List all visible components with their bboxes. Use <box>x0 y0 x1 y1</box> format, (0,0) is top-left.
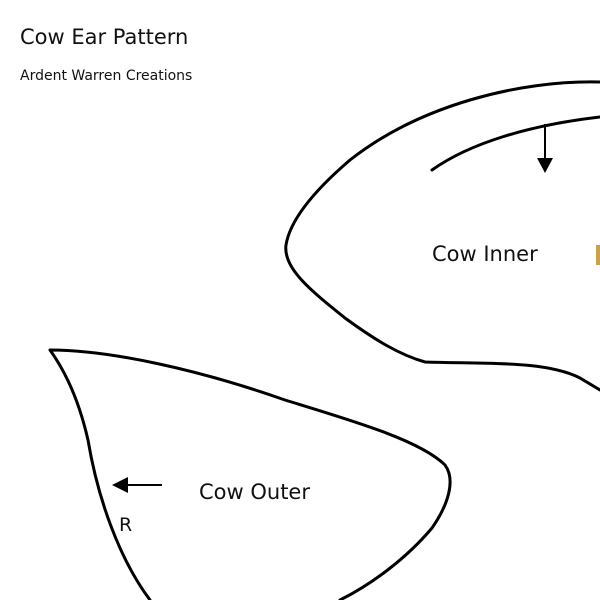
creator-name: Ardent Warren Creations <box>20 68 193 84</box>
inner-ear-outline <box>284 80 600 392</box>
outer-right-mark-label: R <box>119 514 133 536</box>
inner-grain-arc <box>430 115 600 172</box>
outer-left-arrow-icon <box>112 477 162 493</box>
inner-piece-label: Cow Inner <box>432 242 538 266</box>
outer-ear-outline <box>48 348 452 600</box>
pattern-title: Cow Ear Pattern <box>20 25 189 49</box>
inner-down-arrow-icon <box>537 124 553 173</box>
outer-piece-label: Cow Outer <box>199 480 310 504</box>
inner-edge-mark <box>596 245 600 265</box>
